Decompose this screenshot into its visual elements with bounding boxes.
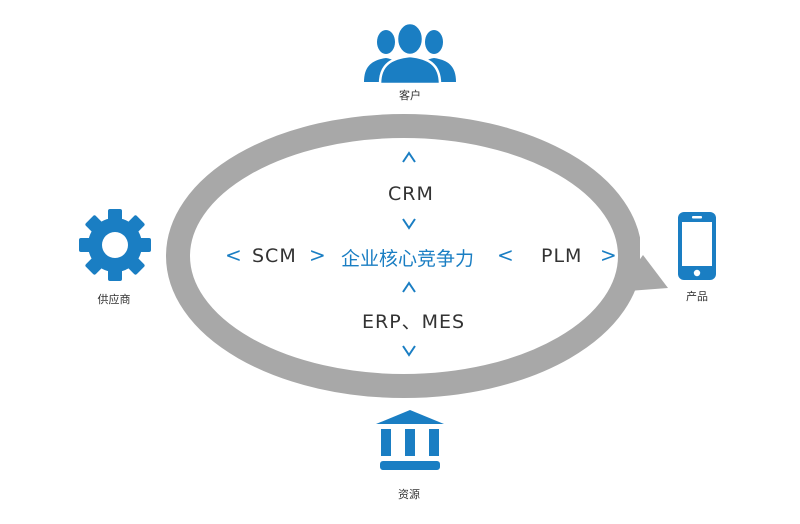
customer-label: 客户	[399, 89, 421, 102]
chevron-left-icon: <	[497, 243, 514, 267]
core-competence-label: 企业核心竞争力	[341, 248, 475, 270]
plm-label: PLM	[541, 245, 583, 267]
crm-label: CRM	[388, 183, 434, 205]
chevron-left-icon: <	[225, 243, 242, 267]
chevron-down-icon	[402, 218, 416, 230]
chevron-up-icon	[402, 151, 416, 163]
ring-arc	[166, 114, 642, 398]
users-icon	[364, 22, 456, 84]
erp-mes-label: ERP、MES	[362, 311, 466, 333]
gear-icon	[79, 209, 151, 281]
supplier-label: 供应商	[97, 293, 131, 306]
chevron-right-icon: >	[600, 243, 617, 267]
ring-arrowhead	[616, 255, 668, 292]
bank-icon	[376, 410, 444, 470]
scm-label: SCM	[252, 245, 297, 267]
smartphone-icon	[678, 212, 716, 280]
chevron-right-icon: >	[309, 243, 326, 267]
product-label: 产品	[686, 290, 708, 303]
chevron-down-icon	[402, 345, 416, 357]
chevron-up-icon	[402, 281, 416, 293]
resource-label: 资源	[398, 488, 420, 501]
